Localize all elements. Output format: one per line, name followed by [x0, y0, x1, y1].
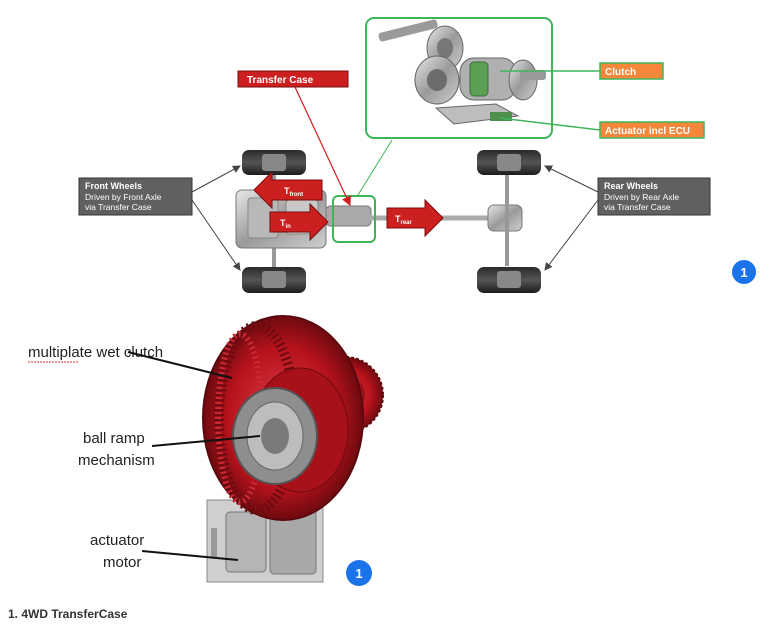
- rear-wheels-pointer-top: [544, 165, 599, 193]
- pointer-ball-ramp: [151, 435, 261, 447]
- front-left-wheel: [242, 150, 306, 175]
- front-wheels-pointer-top: [191, 165, 241, 193]
- t-in-arrow: Tin: [269, 202, 329, 242]
- zoom-connector: [357, 139, 393, 196]
- transfer-case-cutaway: [378, 19, 546, 125]
- svg-text:1: 1: [355, 566, 362, 581]
- figure-caption: 1. 4WD TransferCase: [8, 607, 128, 621]
- front-wheels-desc-1: Driven by Front Axle: [85, 192, 162, 202]
- label-ball-ramp-1: ball ramp: [83, 430, 145, 447]
- drivetrain-diagram: Tfront Tin Trear Transfer Case: [78, 17, 756, 293]
- rear-wheels-desc-1: Driven by Rear Axle: [604, 192, 679, 202]
- rear-wheels-callout: [597, 177, 711, 216]
- t-front-label: Tfront: [284, 186, 303, 198]
- front-wheels-title: Front Wheels: [85, 181, 142, 191]
- rear-wheels-pointer-bottom: [544, 199, 599, 271]
- clutch-cutaway-diagram: multiplate wet clutch ball ramp mechanis…: [28, 315, 384, 586]
- clutch-label: Clutch: [605, 67, 636, 78]
- rear-differential: [487, 175, 523, 266]
- rear-wheels-title: Rear Wheels: [604, 181, 658, 191]
- actuator-label-box: [599, 121, 705, 139]
- transfer-case-pointer: [294, 86, 351, 207]
- front-wheels-desc-2: via Transfer Case: [85, 202, 152, 212]
- pointer-actuator: [141, 550, 239, 561]
- t-rear-arrow: Trear: [386, 198, 444, 238]
- rear-right-wheel: [477, 267, 541, 293]
- ball-ramp-ring: [232, 387, 318, 485]
- label-actuator-1: actuator: [90, 532, 144, 549]
- transfer-case-highlight: [332, 195, 376, 243]
- actuator-label: Actuator incl ECU: [605, 126, 690, 137]
- label-actuator-2: motor: [103, 554, 141, 571]
- actuator-pointer: [499, 117, 601, 131]
- pointer-clutch: [127, 351, 233, 379]
- clutch-label-box: [599, 62, 664, 80]
- label-multiplate-wet-clutch: multiplate wet clutch: [28, 344, 163, 361]
- front-right-wheel: [242, 267, 306, 293]
- rear-left-wheel: [477, 150, 541, 175]
- rear-wheels-desc-2: via Transfer Case: [604, 202, 671, 212]
- transfer-case-label-box: [237, 70, 349, 88]
- figure-badge-2: 1: [346, 560, 372, 586]
- t-rear-label: Trear: [395, 214, 413, 226]
- label-ball-ramp-2: mechanism: [78, 452, 155, 469]
- figure-badge-1: 1: [732, 260, 756, 284]
- t-front-arrow: Tfront: [253, 170, 323, 210]
- t-in-label: Tin: [280, 218, 291, 230]
- transfer-case-label: Transfer Case: [247, 75, 314, 86]
- front-wheels-pointer-bottom: [191, 199, 241, 271]
- front-wheels-callout: [78, 177, 193, 216]
- svg-text:1: 1: [740, 265, 747, 280]
